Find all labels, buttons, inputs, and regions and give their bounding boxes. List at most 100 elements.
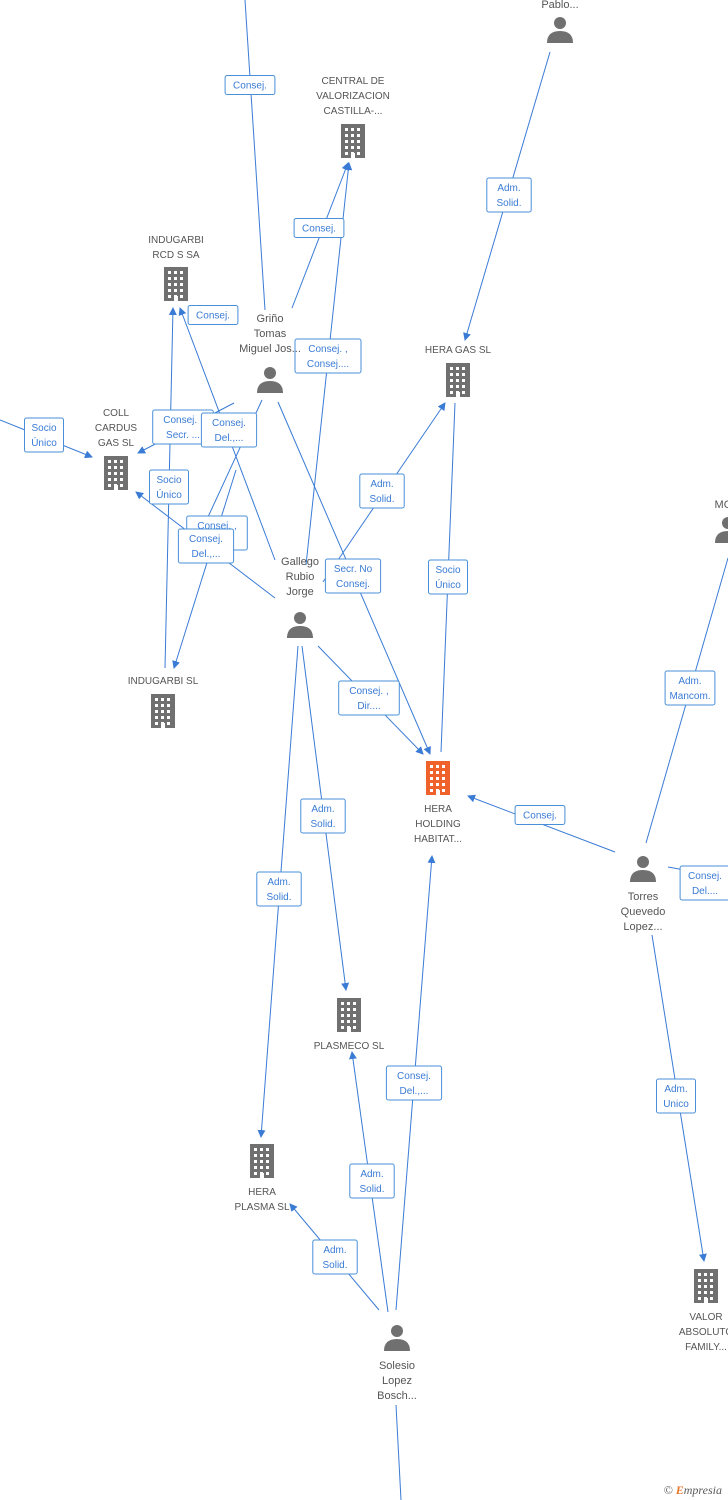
- building-icon-window: [341, 1014, 344, 1017]
- edge-label-box: [656, 1078, 696, 1114]
- edge-label[interactable]: Consej.Del....: [679, 865, 728, 901]
- edge-label[interactable]: Adm.Solid.: [256, 871, 302, 907]
- building-icon-window: [436, 771, 439, 774]
- building-icon-window: [462, 385, 465, 388]
- node-label-text: HABITAT...: [414, 834, 462, 845]
- edge-label[interactable]: Consej.: [293, 218, 345, 238]
- edge-label-box: [294, 338, 362, 374]
- edge-label[interactable]: Consej.: [187, 305, 239, 325]
- building-icon-window: [442, 789, 445, 792]
- edge-label-box: [349, 1163, 395, 1199]
- edge-label[interactable]: Consej.: [224, 75, 276, 95]
- node-pablo[interactable]: Pablo...: [541, 0, 579, 43]
- person-icon: [257, 367, 283, 393]
- building-icon-window: [345, 152, 348, 155]
- brand-initial: E: [675, 1483, 684, 1497]
- edge-label-box: [293, 218, 345, 238]
- node-label-text: Lopez: [382, 1375, 412, 1387]
- node-mo[interactable]: MO...: [715, 499, 728, 543]
- building-icon-window: [155, 716, 158, 719]
- edge-label-box: [149, 469, 189, 505]
- building-icon-window: [442, 765, 445, 768]
- building-icon-window: [351, 128, 354, 131]
- building-icon-window: [120, 478, 123, 481]
- node-hera[interactable]: HERAHOLDINGHABITAT...: [414, 761, 462, 845]
- edge-label[interactable]: Adm.Solid.: [312, 1239, 358, 1275]
- building-icon-window: [347, 1002, 350, 1005]
- node-solesio[interactable]: SolesioLopezBosch...: [377, 1325, 417, 1402]
- building-icon-window: [168, 283, 171, 286]
- edge-label-text: Consej....: [307, 359, 349, 370]
- building-icon-door: [436, 790, 440, 795]
- building-icon-window: [450, 391, 453, 394]
- building-icon-window: [353, 1026, 356, 1029]
- edge-label[interactable]: Adm.Unico: [656, 1078, 696, 1114]
- building-icon-window: [155, 698, 158, 701]
- edge-label-text: Del.,...: [400, 1086, 429, 1097]
- node-torres[interactable]: TorresQuevedoLopez...: [621, 856, 666, 933]
- edge-label[interactable]: Adm.Solid.: [349, 1163, 395, 1199]
- building-icon-window: [266, 1172, 269, 1175]
- edge-label-text: Consej.: [212, 418, 246, 429]
- edge-label-text: Consej.: [233, 81, 267, 92]
- building-icon-window: [168, 277, 171, 280]
- building-icon-window: [456, 379, 459, 382]
- node-central[interactable]: CENTRAL DEVALORIZACIONCASTILLA-...: [316, 76, 390, 158]
- building-icon-window: [174, 271, 177, 274]
- person-icon-body: [547, 31, 573, 43]
- building-icon-window: [155, 704, 158, 707]
- edge-label-text: Adm.: [370, 479, 393, 490]
- building-icon-window: [266, 1148, 269, 1151]
- building-icon-door: [260, 1173, 264, 1178]
- edge-label[interactable]: Adm.Mancom.: [664, 670, 716, 706]
- edge-label-text: Solid.: [266, 892, 291, 903]
- edge-label[interactable]: Consej.Del.,...: [385, 1065, 443, 1101]
- edge-label-box: [486, 177, 532, 213]
- edge-label-text: Adm.: [678, 676, 701, 687]
- building-icon: [426, 761, 450, 795]
- edge-label[interactable]: Adm.Solid.: [359, 473, 405, 509]
- person-icon: [547, 17, 573, 43]
- building-icon-window: [155, 722, 158, 725]
- building-icon-window: [108, 466, 111, 469]
- building-icon-window: [341, 1008, 344, 1011]
- node-valor[interactable]: VALORABSOLUTOFAMILY...: [679, 1269, 728, 1353]
- edge-label[interactable]: Adm.Solid.: [486, 177, 532, 213]
- building-icon-window: [353, 1002, 356, 1005]
- building-icon-door: [161, 723, 165, 728]
- building-icon: [341, 124, 365, 158]
- building-icon-window: [456, 373, 459, 376]
- building-icon-window: [462, 373, 465, 376]
- edge-label[interactable]: Consej. ,Dir....: [338, 680, 400, 716]
- node-indugarbi[interactable]: INDUGARBI SL: [128, 676, 199, 728]
- edge-label[interactable]: Consej.: [514, 805, 566, 825]
- building-icon-window: [450, 367, 453, 370]
- edge-label[interactable]: Consej.Del.,...: [177, 528, 235, 564]
- person-icon-body: [257, 381, 283, 393]
- building-icon-door: [347, 1027, 351, 1032]
- building-icon-window: [254, 1166, 257, 1169]
- building-icon-window: [180, 283, 183, 286]
- node-plasmeco[interactable]: PLASMECO SL: [314, 998, 385, 1052]
- building-icon-window: [155, 710, 158, 713]
- building-icon: [446, 363, 470, 397]
- edge-label-box: [359, 473, 405, 509]
- person-icon-body: [630, 870, 656, 882]
- person-icon: [287, 612, 313, 638]
- person-icon: [630, 856, 656, 882]
- edge-label[interactable]: Adm.Solid.: [300, 798, 346, 834]
- edge-label[interactable]: Consej. ,Consej....: [294, 338, 362, 374]
- building-icon-window: [357, 140, 360, 143]
- node-heragas[interactable]: HERA GAS SL: [425, 345, 492, 397]
- edge-label[interactable]: Consej.Del.,...: [200, 412, 258, 448]
- building-icon-window: [450, 385, 453, 388]
